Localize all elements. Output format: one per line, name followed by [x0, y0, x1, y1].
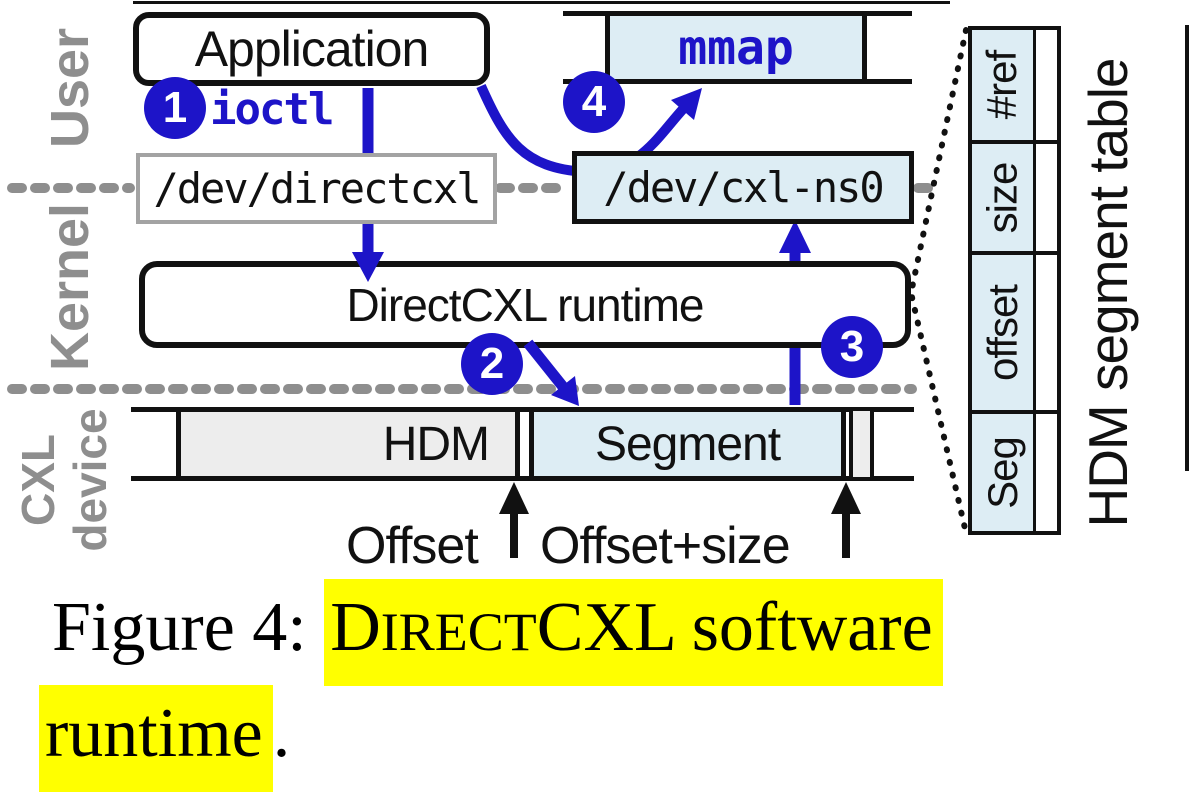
caption-highlight-2: runtime — [39, 685, 273, 792]
segment-table-blank-cell — [1036, 30, 1057, 140]
step-badge-2: 2 — [461, 333, 523, 395]
hdm-region: HDM — [176, 407, 520, 481]
offset-arrow — [499, 482, 529, 558]
cropped-right-edge-line — [1185, 25, 1189, 471]
segment-table-blank-cell — [1036, 414, 1057, 531]
caption-highlight-1: DIRECTCXL software — [324, 579, 943, 686]
hdm-label: HDM — [382, 417, 490, 471]
layer-label-user: User — [40, 27, 100, 149]
caption-period: . — [272, 695, 291, 772]
segment-table-row: offset — [972, 255, 1057, 414]
hdm-bar-top-rail — [131, 407, 914, 412]
step-number: 4 — [581, 77, 607, 126]
hdm-bar-bottom-rail — [131, 476, 914, 481]
segment-table-row: Seg — [972, 414, 1057, 531]
segment-table-offset-label: offset — [978, 284, 1026, 381]
cxl-device-line2: device — [64, 408, 116, 552]
directcxl-runtime-box: DirectCXL runtime — [139, 261, 911, 348]
step-badge-3: 3 — [821, 316, 883, 378]
step-number: 1 — [162, 83, 188, 132]
segment-table-blank-cell — [1036, 144, 1057, 251]
directcxl-runtime-label: DirectCXL runtime — [346, 278, 704, 331]
segment-table-row: size — [972, 144, 1057, 255]
caption-figure-number: Figure 4: — [52, 589, 325, 666]
dev-cxl-ns0-box: /dev/cxl-ns0 — [572, 151, 914, 224]
hdm-segment-table: #ref size offset Seg — [968, 26, 1061, 535]
segment-table-seg-label: Seg — [978, 436, 1026, 509]
segment-table-cell-size: size — [972, 144, 1036, 251]
spare-segment-cell — [849, 407, 874, 481]
segment-table-blank-cell — [1036, 255, 1057, 410]
mmap-label: mmap — [678, 19, 794, 76]
dev-directcxl-label: /dev/directcxl — [153, 164, 481, 213]
caption-name-d: D — [330, 589, 381, 666]
segment-table-size-label: size — [978, 162, 1026, 233]
offset-label: Offset — [346, 517, 479, 575]
segment-region: Segment — [529, 407, 846, 481]
offset-size-arrow — [831, 482, 861, 558]
mmap-region: mmap — [605, 11, 867, 84]
dev-cxl-ns0-label: /dev/cxl-ns0 — [603, 163, 884, 212]
dev-directcxl-box: /dev/directcxl — [136, 153, 497, 224]
caption-software: software — [674, 589, 933, 666]
caption-line-2: runtime. — [39, 685, 291, 792]
hdm-segment-table-title: HDM segment table — [1077, 58, 1139, 528]
step-number: 3 — [839, 322, 865, 371]
step-badge-4: 4 — [563, 71, 625, 133]
step-number: 2 — [479, 339, 505, 388]
layer-label-cxl-device: CXL device — [9, 395, 119, 565]
application-label: Application — [194, 21, 430, 77]
table-connector-dotted — [907, 27, 969, 536]
segment-table-cell-seg: Seg — [972, 414, 1036, 531]
cxl-device-line1: CXL — [12, 434, 64, 526]
application-box: Application — [133, 12, 490, 86]
offset-plus-size-label: Offset+size — [540, 517, 791, 575]
segment-table-row: #ref — [972, 30, 1057, 144]
step-badge-1: 1 — [144, 77, 206, 139]
segment-label: Segment — [594, 417, 781, 471]
top-border-line — [133, 1, 950, 4]
caption-line-1: Figure 4: DIRECTCXL software — [52, 579, 943, 686]
segment-map-arrow — [523, 339, 579, 406]
caption-name-irect: IRECT — [380, 602, 537, 662]
caption-name-cxl: CXL — [536, 589, 675, 666]
ioctl-label: ioctl — [210, 84, 334, 135]
segment-table-cell-offset: offset — [972, 255, 1036, 410]
segment-table-ref-label: #ref — [978, 50, 1026, 120]
segment-table-cell-ref: #ref — [972, 30, 1036, 140]
layer-label-kernel: Kernel — [40, 202, 100, 372]
